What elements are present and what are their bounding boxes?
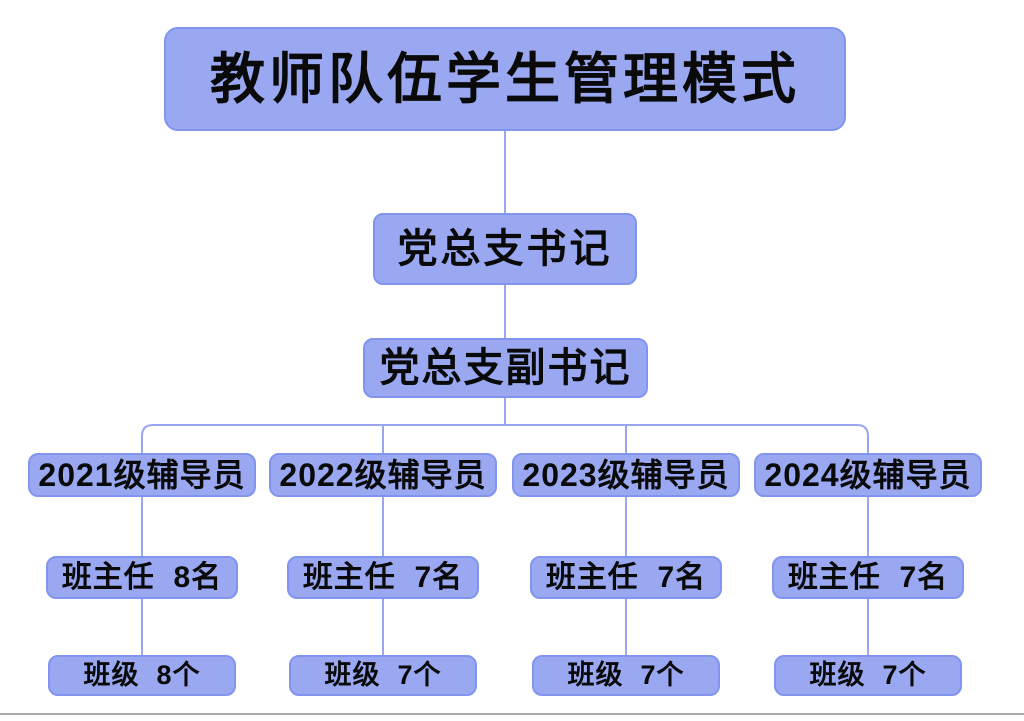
class-count-box: 班级 7个	[289, 655, 477, 696]
slide-bottom-edge	[0, 713, 1024, 715]
connector-rail	[141, 424, 869, 660]
deputy-secretary-box: 党总支副书记	[363, 338, 648, 398]
class-count-box: 班级 8个	[48, 655, 236, 696]
secretary-box: 党总支书记	[373, 213, 637, 285]
head-teacher-box: 班主任 7名	[287, 556, 479, 599]
counselor-box: 2022级辅导员	[269, 453, 497, 497]
counselor-box: 2023级辅导员	[512, 453, 740, 497]
class-count-box: 班级 7个	[532, 655, 720, 696]
head-teacher-box: 班主任 8名	[46, 556, 238, 599]
counselor-box: 2024级辅导员	[754, 453, 982, 497]
counselor-box: 2021级辅导员	[28, 453, 256, 497]
class-count-box: 班级 7个	[774, 655, 962, 696]
title-box: 教师队伍学生管理模式	[164, 27, 846, 131]
head-teacher-box: 班主任 7名	[772, 556, 964, 599]
head-teacher-box: 班主任 7名	[530, 556, 722, 599]
